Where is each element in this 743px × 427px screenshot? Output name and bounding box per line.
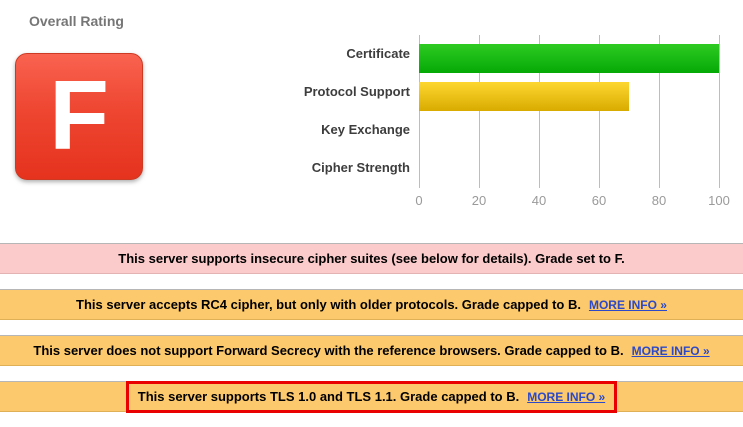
axis-tick-label: 60: [591, 193, 607, 208]
gridline: [419, 35, 420, 188]
chart-row: Key Exchange: [0, 111, 743, 149]
message-banners: This server supports insecure cipher sui…: [0, 243, 743, 427]
category-label: Cipher Strength: [311, 160, 410, 175]
grade-badge: F: [15, 53, 143, 180]
rating-chart: Certificate Protocol Support Key Exchang…: [0, 35, 743, 215]
chart-row: Protocol Support: [0, 73, 743, 111]
more-info-link[interactable]: MORE INFO »: [631, 344, 710, 358]
gridline: [479, 35, 480, 188]
message-row: This server supports TLS 1.0 and TLS 1.1…: [0, 381, 743, 413]
chart-plot-area: [419, 35, 720, 188]
axis-tick-label: 40: [531, 193, 547, 208]
gridline: [539, 35, 540, 188]
category-label: Protocol Support: [303, 84, 410, 99]
message-content: This server supports TLS 1.0 and TLS 1.1…: [125, 381, 618, 413]
category-label: Certificate: [346, 46, 410, 61]
rating-bar: [419, 82, 629, 111]
overall-rating-title: Overall Rating: [29, 13, 124, 29]
message-row: This server accepts RC4 cipher, but only…: [0, 289, 743, 320]
message-text: This server supports TLS 1.0 and TLS 1.1…: [137, 389, 520, 404]
message-content: This server does not support Forward Sec…: [33, 336, 709, 366]
more-info-link[interactable]: MORE INFO »: [588, 298, 667, 312]
message-text: This server does not support Forward Sec…: [33, 343, 624, 358]
message-row: This server supports insecure cipher sui…: [0, 243, 743, 274]
category-label: Key Exchange: [321, 122, 410, 137]
gridline: [719, 35, 720, 188]
axis-tick-label: 80: [651, 193, 667, 208]
chart-row: Certificate: [0, 35, 743, 73]
more-info-link[interactable]: MORE INFO »: [527, 390, 606, 404]
message-row: This server does not support Forward Sec…: [0, 335, 743, 366]
message-content: This server accepts RC4 cipher, but only…: [76, 290, 667, 320]
axis-tick-label: 100: [708, 193, 730, 208]
gridline: [659, 35, 660, 188]
chart-row: Cipher Strength: [0, 149, 743, 187]
axis-tick-label: 20: [471, 193, 487, 208]
rating-bar: [419, 44, 719, 73]
grade-letter: F: [49, 59, 109, 170]
message-text: This server accepts RC4 cipher, but only…: [76, 297, 581, 312]
axis-tick-label: 0: [415, 193, 423, 208]
message-content: This server supports insecure cipher sui…: [118, 244, 624, 273]
message-text: This server supports insecure cipher sui…: [118, 251, 625, 266]
gridline: [599, 35, 600, 188]
